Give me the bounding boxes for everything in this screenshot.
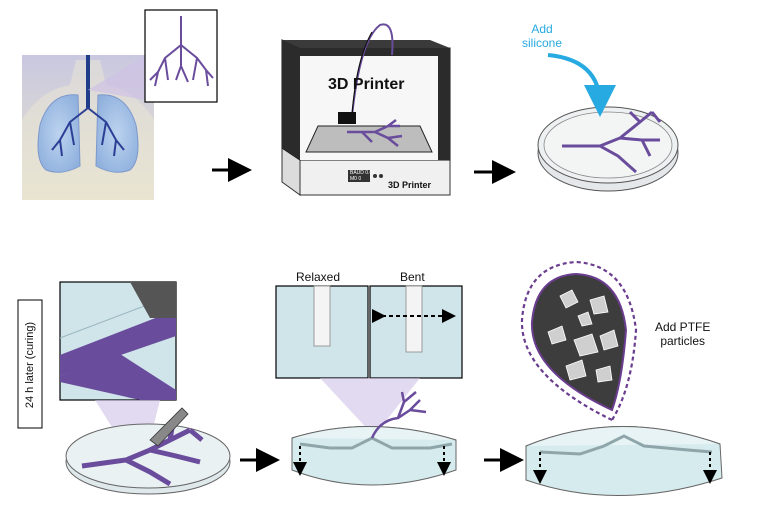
add-silicone-label: Add silicone — [522, 22, 563, 50]
scalpel-icon — [149, 407, 189, 447]
printer-base-label: 3D Printer — [388, 180, 432, 190]
curing-label-box — [17, 299, 43, 429]
zoom-wedge — [88, 55, 146, 100]
curing-label: 24 h later (curing) — [24, 321, 36, 409]
printer-icon — [281, 23, 451, 196]
lungs-icon — [37, 55, 139, 173]
bending-panel — [275, 285, 463, 486]
add-ptfe-label: Add PTFE particles — [655, 320, 711, 348]
bent-label: Bent — [400, 270, 425, 284]
silicone-arrow — [547, 53, 616, 117]
curing-panel — [59, 281, 231, 495]
lungs-panel — [22, 9, 218, 200]
ptfe-panel — [520, 260, 723, 496]
airway-tree-icon — [149, 16, 214, 87]
bending-zoom-wedge — [320, 378, 420, 436]
petri-dish-icon — [537, 106, 679, 192]
printer-front-label: 3D Printer — [328, 76, 405, 93]
printer-screen-text: BAUD 0.01 M0 0 — [350, 170, 376, 182]
ptfe-particle-icon — [547, 289, 619, 383]
relaxed-label: Relaxed — [296, 270, 341, 284]
